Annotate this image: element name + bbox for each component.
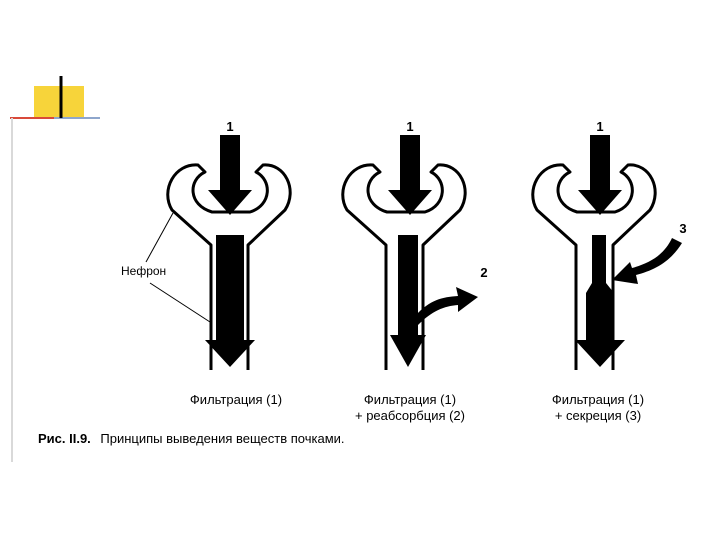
reabsorption-arrow bbox=[416, 287, 478, 325]
figure-caption-text: Принципы выведения веществ почками. bbox=[100, 431, 344, 446]
arrow-label-3: 3 bbox=[679, 221, 686, 236]
arrow-label-2: 2 bbox=[480, 265, 487, 280]
filtration-arrow-tubule bbox=[390, 235, 426, 367]
filtration-arrow-tubule bbox=[575, 235, 625, 367]
accent-yellow-square bbox=[34, 86, 84, 118]
caption-line-1: Фильтрация (1) bbox=[364, 392, 456, 407]
arrow-label-1: 1 bbox=[596, 119, 603, 134]
panel-filtration: 1 Фильтрация (1) Нефрон bbox=[121, 119, 290, 407]
secretion-arrow bbox=[612, 238, 682, 284]
nephron-pointer-upper bbox=[146, 213, 173, 262]
nephron-pointer-lower bbox=[150, 283, 210, 322]
caption-line-2: + секреция (3) bbox=[555, 408, 641, 423]
figure-caption: Рис. II.9. Принципы выведения веществ по… bbox=[38, 431, 345, 446]
caption-line-1: Фильтрация (1) bbox=[190, 392, 282, 407]
panel-secretion: 1 3 Фильтрация (1) + секреция (3) bbox=[533, 119, 687, 423]
caption-line-2: + реабсорбция (2) bbox=[355, 408, 465, 423]
arrow-label-1: 1 bbox=[226, 119, 233, 134]
nephron-label: Нефрон bbox=[121, 264, 166, 278]
figure-caption-number: Рис. II.9. bbox=[38, 431, 91, 446]
arrow-label-1: 1 bbox=[406, 119, 413, 134]
panel-reabsorption: 1 2 Фильтрация (1) + реабсорбция (2) bbox=[343, 119, 488, 423]
caption-line-1: Фильтрация (1) bbox=[552, 392, 644, 407]
filtration-arrow-top bbox=[208, 135, 252, 215]
filtration-arrow-top bbox=[578, 135, 622, 215]
filtration-arrow-top bbox=[388, 135, 432, 215]
